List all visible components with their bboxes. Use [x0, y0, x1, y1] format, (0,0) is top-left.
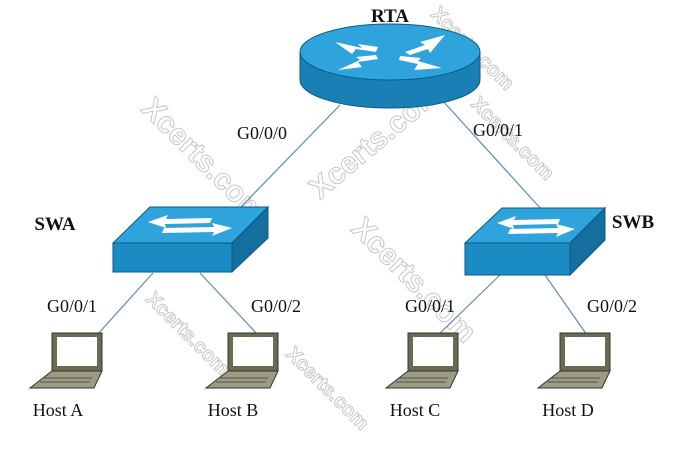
- laptop-icon-host-d[interactable]: [536, 332, 611, 389]
- switch-swa[interactable]: [111, 205, 270, 274]
- link-swb-host-c: [437, 274, 501, 336]
- link-rta-swb: [441, 99, 543, 211]
- swa-label: SWA: [34, 214, 75, 235]
- link-swa-host-a: [96, 272, 154, 336]
- router-arrows-icon: [335, 35, 445, 70]
- watermark: Xcerts.com: [141, 288, 233, 380]
- interface-label: G0/0/2: [251, 296, 301, 316]
- host-label: Host B: [208, 400, 259, 420]
- interface-label: G0/0/0: [237, 123, 287, 143]
- laptop-icon-host-b[interactable]: [204, 332, 279, 389]
- link-swa-host-b: [199, 272, 259, 336]
- watermark: Xcerts.com: [281, 343, 373, 435]
- host-label: Host C: [390, 400, 441, 420]
- laptop-icon-host-c[interactable]: [384, 332, 459, 389]
- host-label: Host D: [542, 400, 594, 420]
- interface-label: G0/0/1: [405, 296, 455, 316]
- switch-arrows-icon: [497, 216, 575, 237]
- router-label: RTA: [371, 6, 409, 27]
- interface-label: G0/0/1: [47, 296, 97, 316]
- switch-swb[interactable]: [463, 206, 607, 277]
- laptop-icon-host-a[interactable]: [28, 332, 103, 389]
- link-swb-host-d: [544, 274, 588, 336]
- link-rta-swa: [237, 104, 341, 211]
- links: [96, 99, 588, 336]
- router-rta[interactable]: [299, 23, 481, 109]
- host-label: Host A: [33, 400, 84, 420]
- swb-label: SWB: [612, 212, 655, 233]
- interface-label: G0/0/1: [473, 120, 523, 140]
- interface-label: G0/0/2: [587, 296, 637, 316]
- watermark: Xcerts.com: [345, 212, 483, 350]
- switch-arrows-icon: [148, 215, 232, 236]
